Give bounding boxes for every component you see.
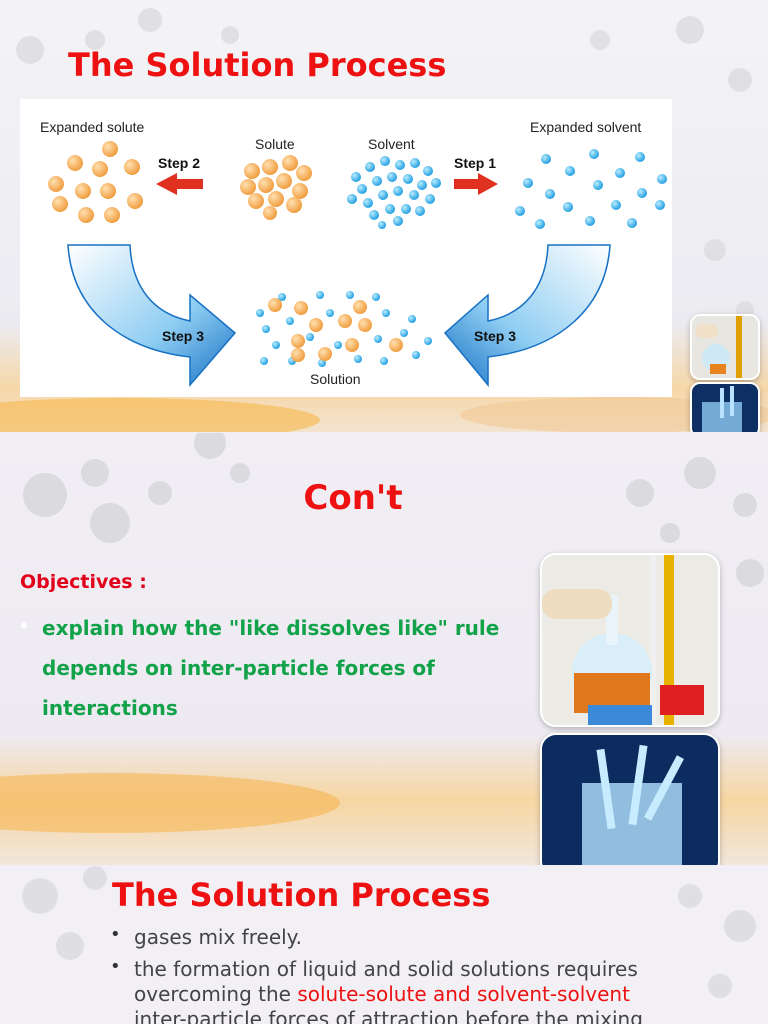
objective-line-1: explain how the "like dissolves like" ru…	[42, 616, 500, 640]
slide-title: Con't	[303, 478, 403, 518]
solvent-particles	[347, 156, 441, 229]
objective-line-2: depends on inter-particle forces of	[42, 656, 435, 680]
bullet-2-line-2: overcoming the solute-solute and solvent…	[134, 982, 630, 1006]
expanded-solute-label: Expanded solute	[40, 119, 145, 135]
solute-label: Solute	[255, 136, 295, 152]
step-3-left-arrow	[67, 244, 237, 388]
objective-line-3: interactions	[42, 696, 178, 720]
objectives-heading: Objectives :	[20, 571, 147, 593]
slide-2: Con't Objectives : • explain how the "li…	[0, 433, 768, 865]
solution-blue-particles	[256, 291, 432, 367]
bullet-1-text: gases mix freely.	[134, 925, 303, 949]
bullet-2-line-3: inter-particle forces of attraction befo…	[134, 1007, 643, 1024]
lab-beaker-thumbnail	[690, 382, 760, 432]
step-1-label: Step 1	[454, 155, 496, 171]
bullet-2-text-highlight: solute-solute and solvent-solvent	[297, 982, 630, 1006]
slide-1: The Solution Process Expanded solute Sol…	[0, 0, 768, 432]
solute-particles	[240, 155, 312, 220]
step-2-label: Step 2	[158, 155, 200, 171]
step-3-right-label: Step 3	[474, 328, 516, 344]
slide-title: The Solution Process	[68, 46, 447, 84]
step-2-arrow	[156, 173, 203, 195]
bullet-marker: •	[18, 614, 30, 638]
solution-label: Solution	[310, 371, 361, 387]
solution-orange-particles	[268, 298, 403, 362]
step-1-arrow	[454, 173, 498, 195]
slide-title: The Solution Process	[112, 876, 491, 914]
bullet-marker: •	[110, 956, 121, 977]
solution-process-diagram: Expanded solute Solute Solvent Expanded …	[20, 99, 672, 397]
expanded-solute-particles	[48, 141, 143, 223]
slide-3: The Solution Process • gases mix freely.…	[0, 866, 768, 1024]
solvent-label: Solvent	[368, 136, 415, 152]
lab-beaker-image	[540, 733, 720, 865]
bullet-marker: •	[110, 924, 121, 945]
step-3-right-arrow	[443, 244, 611, 388]
bullet-2-line-1: the formation of liquid and solid soluti…	[134, 957, 638, 981]
slide-background	[0, 866, 768, 1024]
step-3-left-label: Step 3	[162, 328, 204, 344]
expanded-solvent-label: Expanded solvent	[530, 119, 641, 135]
expanded-solvent-particles	[515, 149, 667, 229]
bullet-2-text-plain: overcoming the	[134, 982, 298, 1006]
lab-flask-image	[540, 553, 720, 727]
lab-flask-thumbnail	[690, 314, 760, 380]
